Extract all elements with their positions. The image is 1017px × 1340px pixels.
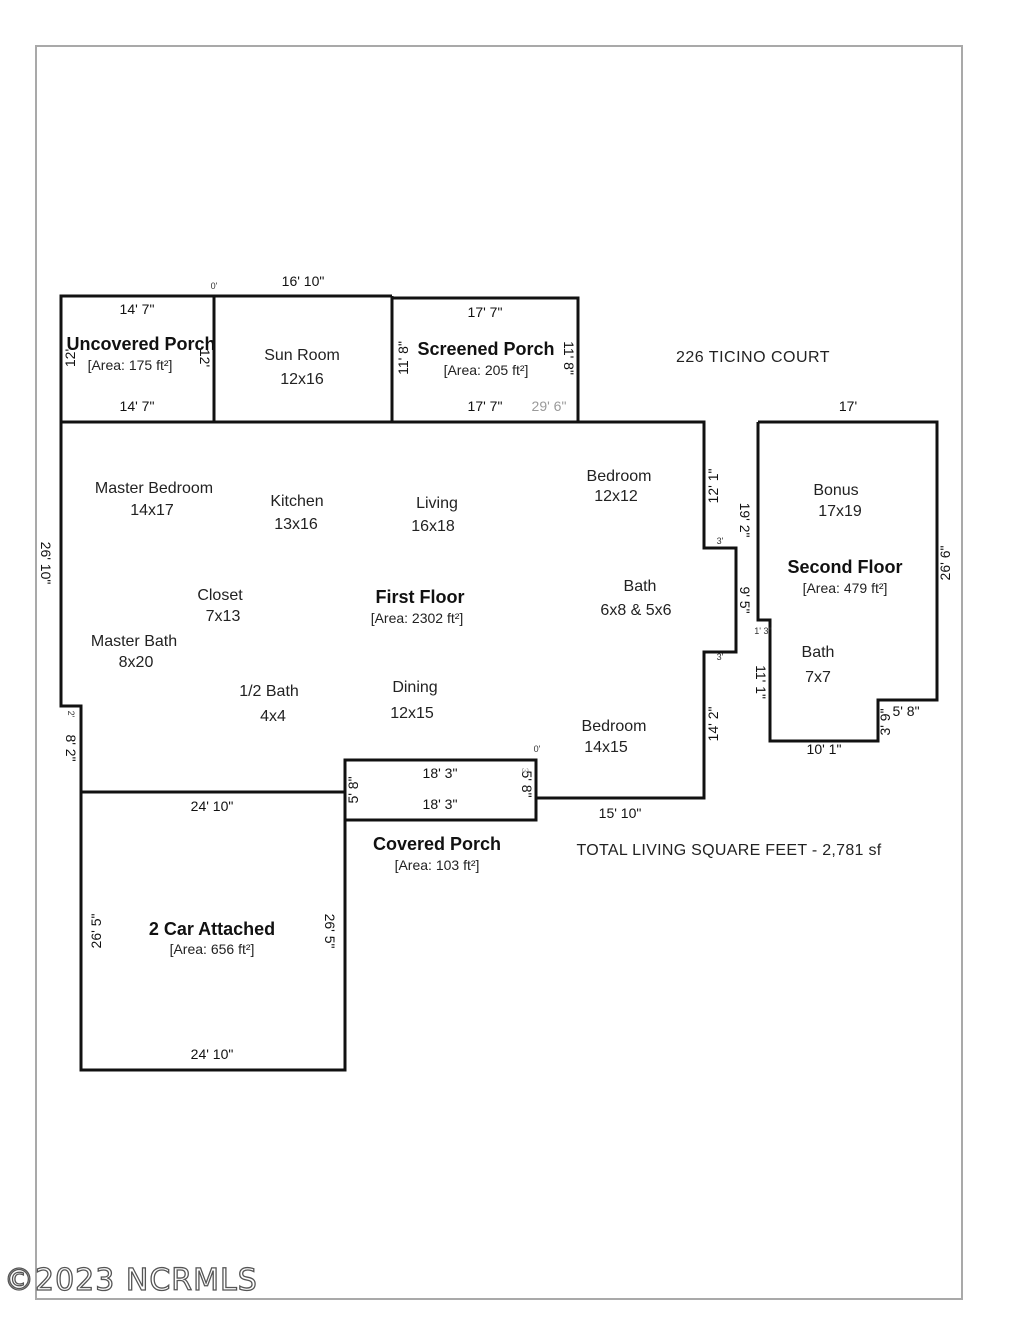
room-size: 14x17: [130, 502, 174, 519]
uncovered-porch-outline: [59, 294, 216, 422]
first-floor-title: First Floor: [376, 587, 465, 607]
dim-label: 14' 2": [705, 707, 721, 742]
room-name: Bath: [624, 578, 657, 595]
total-living-sqft: TOTAL LIVING SQUARE FEET - 2,781 sf: [576, 842, 881, 859]
uncovered-porch-area: [Area: 175 ft²]: [88, 357, 173, 373]
dim-label: 26' 6": [937, 546, 953, 581]
dim-label: 9' 5": [737, 586, 753, 613]
dim-label: 18' 3": [423, 796, 458, 812]
second-floor-outline: [756, 420, 939, 743]
covered-porch-area: [Area: 103 ft²]: [395, 857, 480, 873]
room-size: 12x16: [280, 371, 324, 388]
page-frame: [35, 45, 963, 1300]
dim-label: 12' 1": [705, 469, 721, 504]
area-labels: Uncovered Porch [Area: 175 ft²] Screened…: [66, 334, 902, 957]
dim-label: 5' 8": [519, 770, 535, 797]
dim-label: 19' 2": [737, 503, 753, 538]
dim-label: 11' 1": [753, 665, 769, 699]
room-size: 12x15: [390, 705, 434, 722]
covered-porch-title: Covered Porch: [373, 834, 501, 854]
dim-label: 17' 7": [468, 398, 503, 414]
dim-label: 24' 10": [191, 798, 234, 814]
first-floor-outline: [59, 420, 738, 800]
dim-label: 26' 5": [88, 914, 104, 949]
dim-label: 1' 3": [754, 626, 771, 636]
room-size: 12x12: [594, 488, 638, 505]
room-name: Bedroom: [582, 718, 647, 735]
room-name: Bath: [802, 644, 835, 661]
property-address: 226 TICINO COURT: [676, 349, 830, 366]
screened-porch-area: [Area: 205 ft²]: [444, 362, 529, 378]
dim-label: 3' 9": [877, 708, 893, 735]
dim-label: 8' 2": [63, 734, 79, 761]
dim-label: 3': [717, 536, 724, 546]
dim-label: 12': [62, 349, 78, 367]
room-size: 14x15: [584, 739, 628, 756]
dim-label: 3': [717, 652, 724, 662]
uncovered-porch-title: Uncovered Porch: [66, 334, 215, 354]
walls: [59, 294, 939, 1072]
room-size: 17x19: [818, 503, 862, 520]
room-size: 4x4: [260, 708, 286, 725]
dim-label: 10' 1": [807, 741, 842, 757]
room-name: Bedroom: [587, 468, 652, 485]
room-name: Bonus: [813, 482, 858, 499]
copyright-watermark: ©2023 NCRMLS: [4, 1263, 258, 1298]
room-name: Dining: [392, 679, 437, 696]
first-floor-area: [Area: 2302 ft²]: [371, 610, 464, 626]
dim-label: 3': [520, 768, 530, 775]
dim-label: 16' 10": [282, 273, 325, 289]
screened-porch-title: Screened Porch: [417, 339, 554, 359]
room-size: 6x8 & 5x6: [600, 602, 671, 619]
room-size: 8x20: [119, 654, 154, 671]
dim-label: 5' 8": [892, 703, 919, 719]
dim-label: 15' 10": [599, 805, 642, 821]
dim-label: 5' 8": [345, 776, 361, 803]
dim-label: 11' 8": [395, 341, 411, 375]
second-floor-title: Second Floor: [787, 557, 902, 577]
garage-title: 2 Car Attached: [149, 919, 275, 939]
room-name: Master Bedroom: [95, 480, 213, 497]
room-size: 7x13: [206, 608, 241, 625]
dim-label: 2': [66, 711, 76, 718]
garage-outline: [79, 792, 347, 1072]
dim-label: 29' 6": [532, 398, 567, 414]
dim-label: 24' 10": [191, 1046, 234, 1062]
room-size: 7x7: [805, 669, 831, 686]
dimension-labels: 16' 10" 0' 14' 7" 14' 7" 12' 12' 17' 7" …: [38, 273, 953, 1062]
room-labels: Sun Room 12x16 Master Bedroom 14x17 Kitc…: [91, 347, 862, 756]
dim-label: 11' 8": [561, 341, 577, 375]
garage-area: [Area: 656 ft²]: [170, 941, 255, 957]
room-size: 16x18: [411, 518, 455, 535]
dim-label: 0': [211, 281, 218, 291]
dim-label: 26' 5": [322, 914, 338, 949]
room-name: Sun Room: [264, 347, 340, 364]
dim-label: 14' 7": [120, 301, 155, 317]
room-name: Master Bath: [91, 633, 177, 650]
dim-label: 0': [534, 744, 541, 754]
room-name: 1/2 Bath: [239, 683, 299, 700]
dim-label: 17' 7": [468, 304, 503, 320]
second-floor-area: [Area: 479 ft²]: [803, 580, 888, 596]
dim-label: 18' 3": [423, 765, 458, 781]
room-name: Closet: [197, 587, 243, 604]
dim-label: 26' 10": [38, 542, 54, 585]
room-name: Living: [416, 495, 458, 512]
room-size: 13x16: [274, 516, 318, 533]
dim-label: 17': [839, 398, 857, 414]
dim-label: 12': [197, 349, 213, 367]
dim-label: 14' 7": [120, 398, 155, 414]
covered-porch-outline: [343, 760, 538, 822]
room-name: Kitchen: [270, 493, 323, 510]
